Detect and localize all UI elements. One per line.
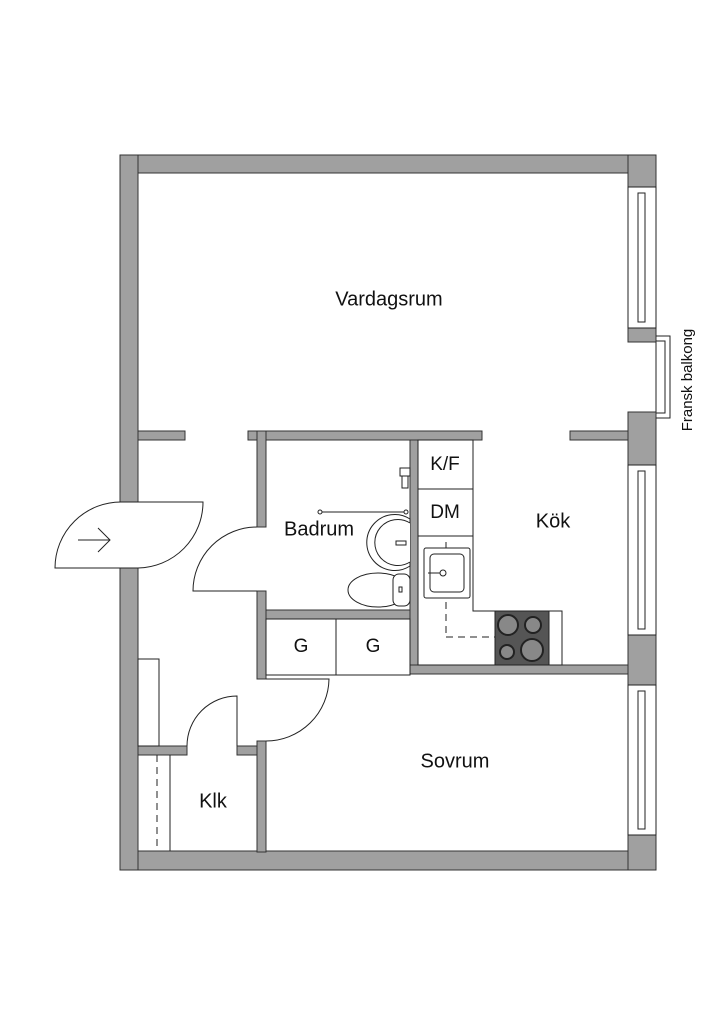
left-wall-upper (119, 154, 139, 503)
right-wall-pier (627, 411, 657, 466)
arrow-right-icon (78, 527, 111, 553)
bathroom-door[interactable] (192, 526, 258, 592)
right-wall-pier (627, 634, 657, 686)
right-wall-corner (627, 154, 657, 188)
bathroom-top-wall (247, 430, 483, 441)
room-label-bedroom: Sovrum (421, 750, 490, 772)
bathroom-left-wall (256, 430, 267, 528)
bedroom-left-wall (256, 740, 267, 853)
room-label-living-room: Vardagsrum (335, 288, 442, 310)
doors (54, 501, 330, 747)
bathroom-bottom-wall (265, 609, 411, 620)
hall-wall-stub (137, 430, 186, 441)
stove (494, 610, 550, 666)
fridge-freezer-label: K/F (430, 454, 460, 475)
dishwasher (417, 488, 474, 537)
top-wall (119, 154, 657, 174)
wardrobe-label: G (294, 636, 309, 657)
window (627, 186, 657, 329)
hall-cabinet (137, 658, 160, 747)
fridge-freezer (417, 439, 474, 490)
kitchen-wall-stub (569, 430, 629, 441)
bathroom-fixtures (317, 467, 411, 608)
kitchen-fixtures (417, 439, 563, 666)
bathroom-right-wall (409, 439, 419, 675)
room-label-kitchen: Kök (536, 510, 571, 532)
windows (627, 186, 671, 836)
window (627, 464, 657, 636)
closet-door[interactable] (186, 695, 238, 747)
french-balcony-label: Fransk balkong (679, 329, 696, 432)
kitchen-sink (423, 547, 471, 599)
entrance-door[interactable] (54, 501, 204, 569)
interior-walls (137, 430, 629, 853)
right-wall-pier (627, 327, 657, 343)
window (627, 684, 657, 836)
french-balcony (655, 335, 671, 419)
right-wall-corner (627, 834, 657, 871)
shower-faucet-icon (399, 467, 411, 489)
bottom-wall (119, 850, 657, 871)
closet-top-wall (137, 745, 188, 756)
bathroom-left-wall-lower (256, 590, 267, 680)
dishwasher-label: DM (430, 502, 460, 523)
room-label-closet: Klk (199, 790, 228, 812)
wardrobe-2 (335, 618, 411, 676)
kitchen-bottom-wall (409, 664, 629, 675)
room-label-bathroom: Badrum (284, 518, 354, 540)
bedroom-door[interactable] (265, 678, 330, 742)
toilet (347, 572, 411, 608)
left-wall-lower (119, 567, 139, 871)
wardrobe-label: G (366, 636, 381, 657)
closet-top-wall (236, 745, 258, 756)
